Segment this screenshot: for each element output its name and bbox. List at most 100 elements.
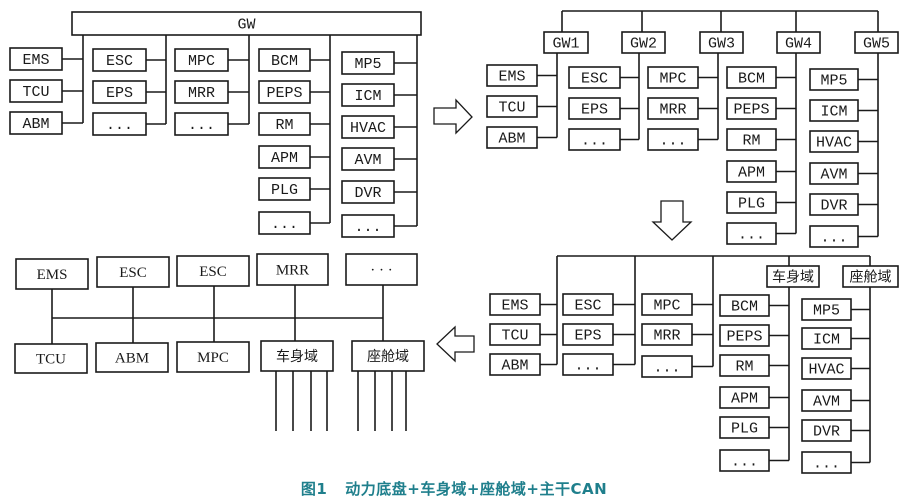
node-box-outline <box>719 416 770 439</box>
ecu-node-ellipsis: ... <box>92 112 147 136</box>
ecu-node-tcu: TCU <box>486 95 538 118</box>
backbone-node-body-domain: 车身域 <box>260 340 334 372</box>
ecu-node-apm: APM <box>258 145 311 169</box>
node-label: 车身域 <box>772 269 814 286</box>
node-label: MPC <box>653 298 680 315</box>
node-label: ESC <box>106 53 133 70</box>
ecu-node-bcm: BCM <box>258 48 311 72</box>
ecu-node-dvr: DVR <box>809 193 859 216</box>
node-label: MPC <box>197 350 229 366</box>
ecu-node-ems: EMS <box>9 47 63 71</box>
node-label: EPS <box>574 328 601 345</box>
node-box-outline <box>92 48 147 72</box>
node-box-outline <box>174 112 229 136</box>
ecu-node-dvr: DVR <box>801 419 852 442</box>
node-label: · · · <box>370 263 393 279</box>
node-box-outline <box>726 191 777 214</box>
node-box-outline <box>801 327 852 350</box>
ecu-node-mpc: MPC <box>174 48 229 72</box>
ecu-node-mpc: MPC <box>641 293 693 316</box>
ecu-node-mrr: MRR <box>647 97 699 120</box>
node-box-outline <box>489 323 541 346</box>
node-label: ... <box>106 117 133 134</box>
ecu-node-ems: EMS <box>486 64 538 87</box>
node-box-outline <box>568 66 621 89</box>
node-box-outline <box>345 253 418 286</box>
node-box-outline <box>719 294 770 317</box>
node-box-outline <box>801 419 852 442</box>
node-box-outline <box>766 265 820 288</box>
node-label: PLG <box>738 196 765 213</box>
node-label: TCU <box>501 328 528 345</box>
node-label: APM <box>731 391 758 408</box>
node-box-outline <box>809 162 859 185</box>
node-label: ... <box>738 227 765 244</box>
node-box-outline <box>719 354 770 377</box>
node-box-outline <box>809 130 859 153</box>
node-label: EMS <box>501 298 528 315</box>
node-box-outline <box>726 97 777 120</box>
node-box-outline <box>726 160 777 183</box>
node-label: HVAC <box>816 135 852 152</box>
node-box-outline <box>776 31 821 54</box>
node-label: MRR <box>276 263 309 279</box>
node-label: DVR <box>820 198 847 215</box>
node-box-outline <box>258 177 311 201</box>
node-box-outline <box>854 31 899 54</box>
ecu-node-abm: ABM <box>489 353 541 376</box>
node-label: RM <box>275 117 293 134</box>
node-label: GW3 <box>708 36 735 53</box>
node-label: DVR <box>354 185 381 202</box>
ecu-node-esc: ESC <box>568 66 621 89</box>
node-box-outline <box>174 48 229 72</box>
node-label: RM <box>735 359 753 376</box>
ecu-node-icm: ICM <box>341 83 395 107</box>
node-label: DVR <box>813 424 840 441</box>
backbone-node-ellipsis: · · · <box>345 253 418 286</box>
gateway-node-gw3: GW3 <box>699 31 744 54</box>
node-label: GW <box>237 17 255 34</box>
ecu-node-eps: EPS <box>568 97 621 120</box>
node-box-outline <box>258 80 311 104</box>
ecu-node-ellipsis: ... <box>174 112 229 136</box>
node-label: ... <box>581 133 608 150</box>
node-label: MP5 <box>820 73 847 90</box>
ecu-node-ellipsis: ... <box>809 225 859 248</box>
node-label: MP5 <box>354 56 381 73</box>
ecu-node-tcu: TCU <box>489 323 541 346</box>
figure-title: 动力底盘+车身域+座舱域+主干CAN <box>345 480 608 498</box>
backbone-node-esc: ESC <box>96 256 170 288</box>
node-box-outline <box>341 83 395 107</box>
ecu-node-dvr: DVR <box>341 180 395 204</box>
node-box-outline <box>71 11 422 36</box>
ecu-node-mrr: MRR <box>174 80 229 104</box>
ecu-node-mp5: MP5 <box>341 51 395 75</box>
node-box-outline <box>260 340 334 372</box>
ecu-node-hvac: HVAC <box>809 130 859 153</box>
node-box-outline <box>641 355 693 378</box>
ecu-node-ellipsis: ... <box>568 128 621 151</box>
node-label: MRR <box>188 85 215 102</box>
ecu-node-mpc: MPC <box>647 66 699 89</box>
node-label: GW5 <box>863 36 890 53</box>
node-label: TCU <box>498 100 525 117</box>
gateway-node-gw5: GW5 <box>854 31 899 54</box>
node-box-outline <box>258 145 311 169</box>
figure-label: 图1 <box>300 480 328 498</box>
node-box-outline <box>801 298 852 321</box>
node-label: EPS <box>106 85 133 102</box>
node-boxes: GWEMSTCUABMESCEPS...MPCMRR...BCMPEPSRMAP… <box>9 11 899 474</box>
node-box-outline <box>176 255 250 287</box>
node-label: RM <box>742 133 760 150</box>
backbone-node-abm: ABM <box>95 342 169 373</box>
gateway-node-gw4: GW4 <box>776 31 821 54</box>
node-box-outline <box>801 389 852 412</box>
node-box-outline <box>92 112 147 136</box>
node-box-outline <box>562 323 614 346</box>
node-box-outline <box>174 80 229 104</box>
ecu-node-ellipsis: ... <box>726 222 777 245</box>
ecu-node-eps: EPS <box>92 80 147 104</box>
backbone-node-ems: EMS <box>15 258 89 290</box>
node-box-outline <box>562 293 614 316</box>
node-box-outline <box>341 115 395 139</box>
